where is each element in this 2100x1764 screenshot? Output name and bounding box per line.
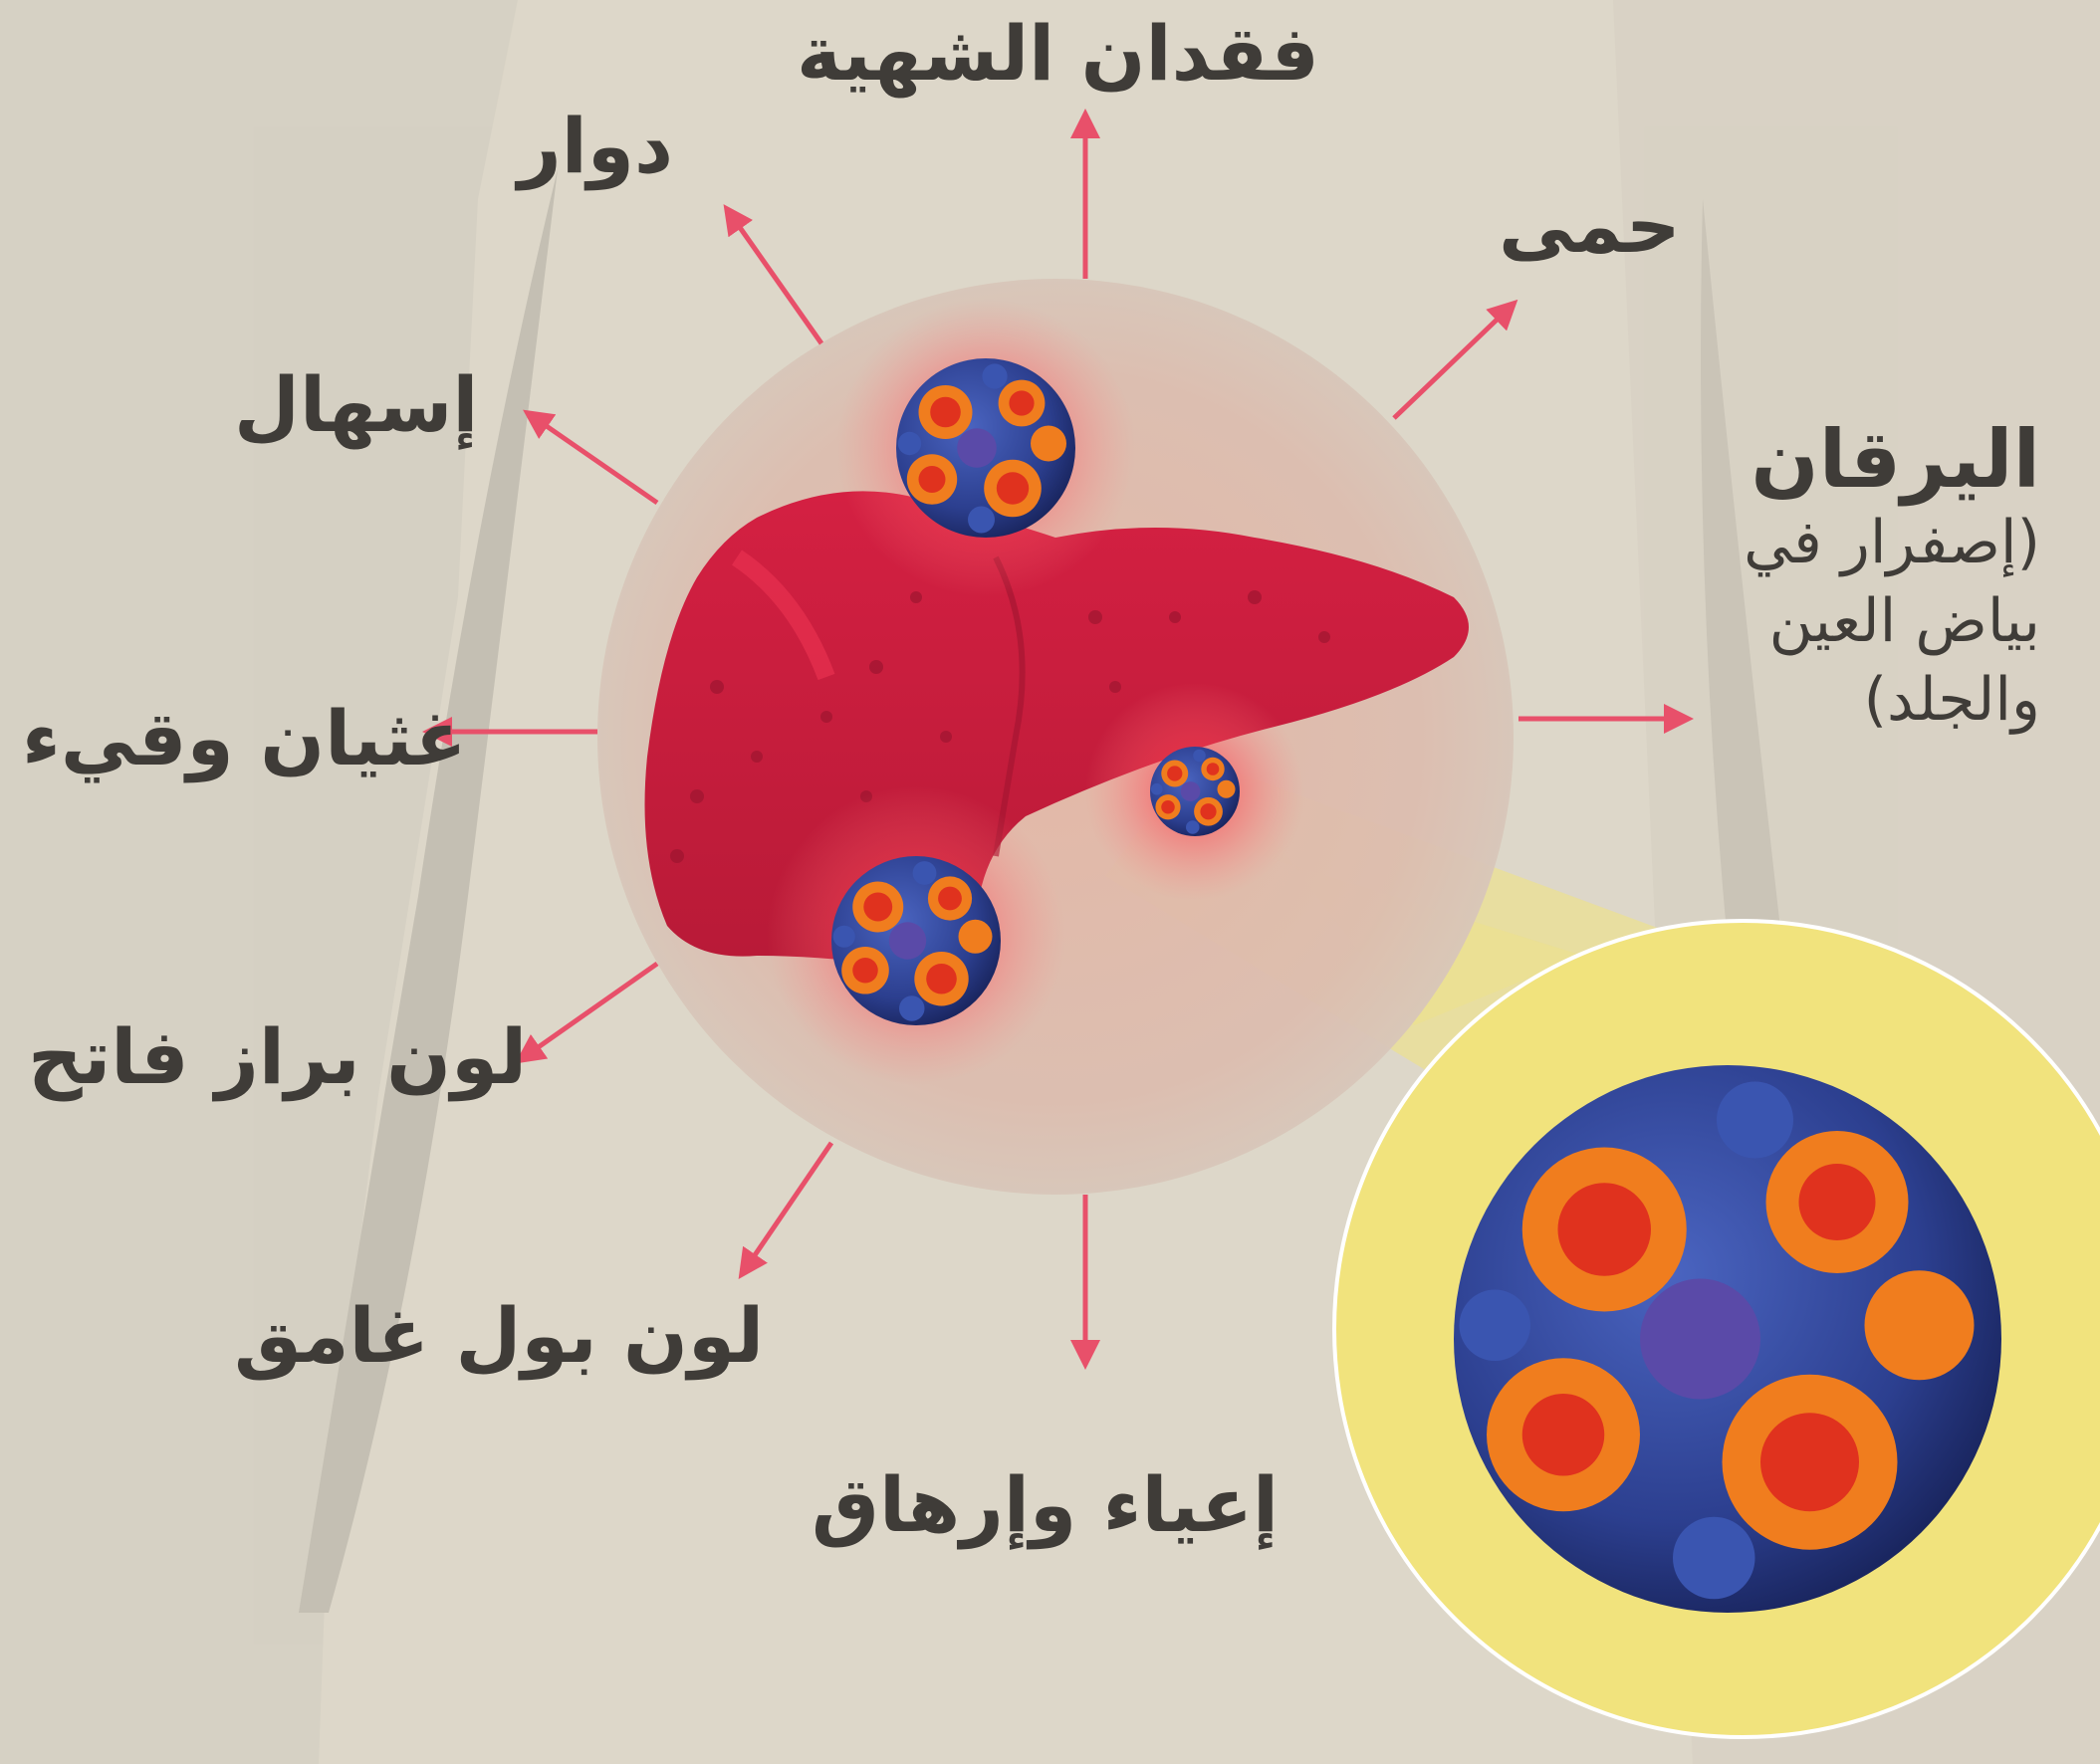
jaundice-title: اليرقان xyxy=(1744,416,2040,504)
arrow-icon xyxy=(520,964,657,1060)
label-light-stool: لون براز فاتح xyxy=(28,1015,527,1099)
jaundice-note-line1: (إصفرار في xyxy=(1744,504,2040,582)
label-jaundice: اليرقان (إصفرار في بياض العين والجلد) xyxy=(1744,416,2040,741)
label-diarrhea: إسهال xyxy=(234,363,478,447)
virus-particle-bottom xyxy=(831,856,1001,1025)
virus-particle-top xyxy=(896,358,1075,538)
virus-particle-small xyxy=(1150,747,1240,836)
jaundice-note-line3: والجلد) xyxy=(1744,661,2040,740)
arrow-icon xyxy=(528,413,657,503)
label-dark-urine: لون بول غامق xyxy=(234,1294,764,1378)
label-fever: حمى xyxy=(1499,184,1681,268)
label-loss-of-appetite: فقدان الشهية xyxy=(797,12,1319,96)
arrow-icon xyxy=(742,1143,831,1274)
label-dizziness: دوار xyxy=(518,105,673,188)
label-fatigue: إعياء وإرهاق xyxy=(812,1463,1279,1547)
arrow-icon xyxy=(1394,304,1514,418)
arrow-icon xyxy=(727,209,821,343)
jaundice-note-line2: بياض العين xyxy=(1744,582,2040,661)
virus-particle-zoomed xyxy=(1454,1065,2001,1613)
label-nausea-vomiting: غثيان وقيء xyxy=(22,697,467,780)
